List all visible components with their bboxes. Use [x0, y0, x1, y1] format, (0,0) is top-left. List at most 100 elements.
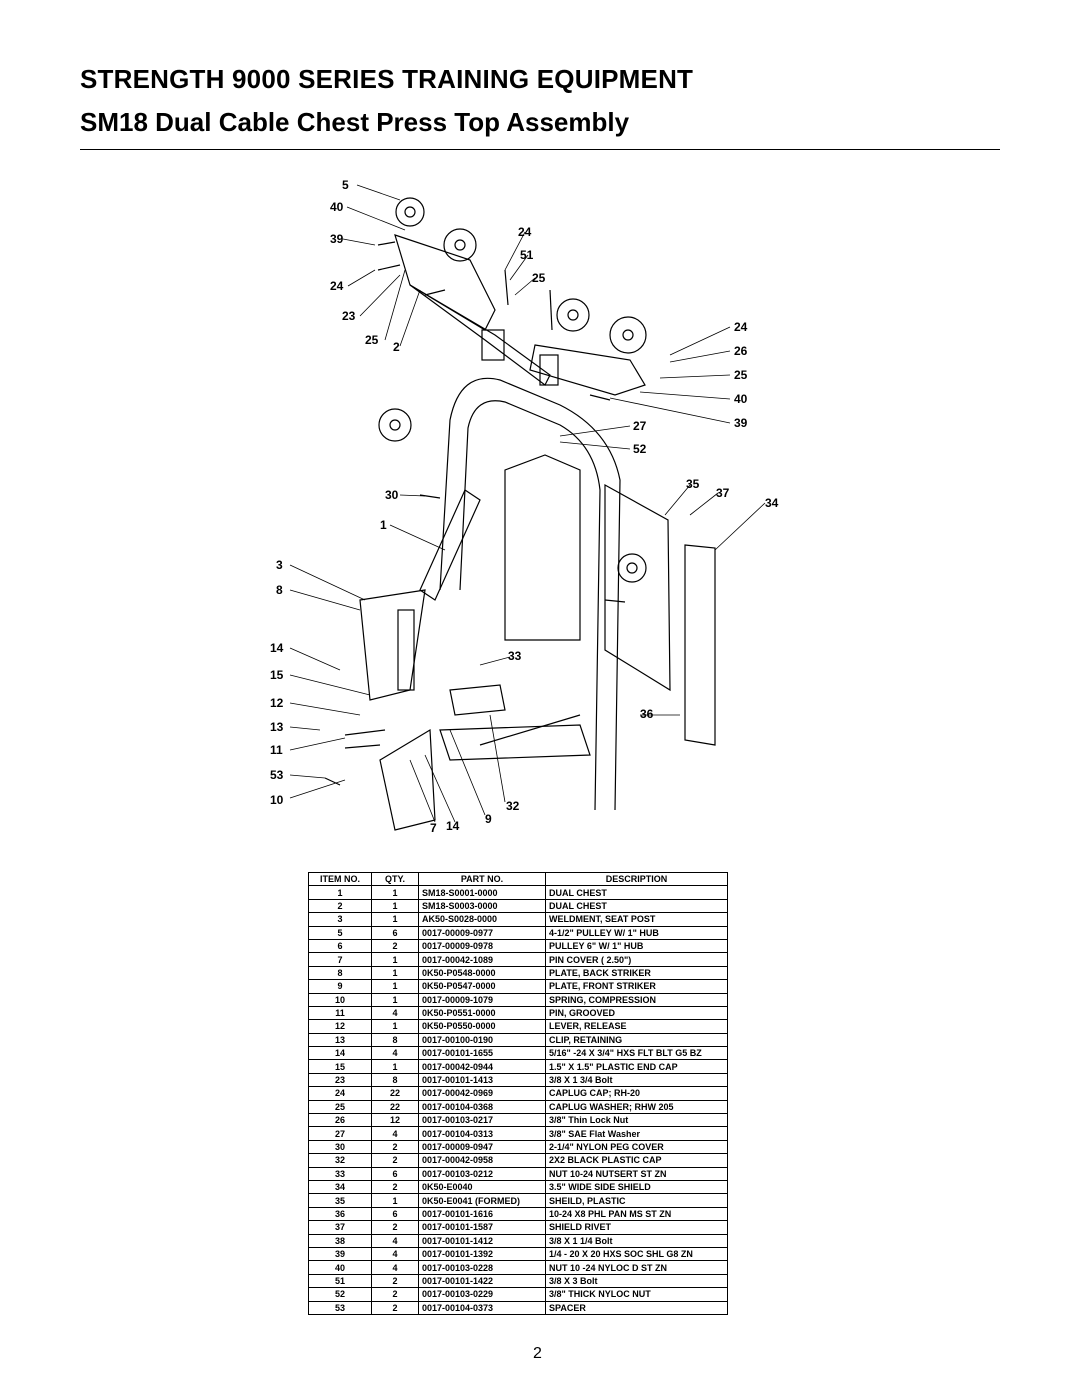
- cell-item-no: 12: [308, 1019, 372, 1034]
- cell-description: PULLEY 6" W/ 1" HUB: [545, 938, 728, 954]
- cell-item-no: 37: [308, 1220, 372, 1235]
- cell-item-no: 53: [308, 1300, 372, 1315]
- cell-item-no: 8: [308, 965, 372, 981]
- cell-part-no: 0017-00104-0373: [418, 1300, 546, 1315]
- cell-qty: 22: [371, 1099, 419, 1115]
- cell-item-no: 25: [308, 1099, 372, 1115]
- callout-25: 25: [365, 333, 379, 347]
- callout-7: 7: [430, 821, 437, 835]
- cell-qty: 4: [371, 1126, 419, 1141]
- callout-10: 10: [270, 793, 284, 807]
- cell-part-no: 0017-00042-1089: [418, 952, 546, 967]
- cell-qty: 22: [371, 1086, 419, 1101]
- cell-description: 5/16" -24 X 3/4" HXS FLT BLT G5 BZ: [545, 1046, 728, 1061]
- cell-description: SPRING, COMPRESSION: [545, 992, 728, 1007]
- cell-item-no: 52: [308, 1287, 372, 1302]
- cell-qty: 1: [371, 992, 419, 1007]
- page-title: STRENGTH 9000 SERIES TRAINING EQUIPMENT: [80, 64, 694, 94]
- callout-labels: 5 40 39 24 23 25 2 24 51 25 24 26 25 40 …: [270, 178, 779, 835]
- cell-part-no: AK50-S0028-0000: [418, 912, 546, 927]
- callout-32: 32: [506, 799, 520, 813]
- cell-description: CLIP, RETAINING: [545, 1032, 728, 1048]
- cell-qty: 4: [371, 1260, 419, 1275]
- cell-part-no: 0017-00042-0958: [418, 1153, 546, 1168]
- callout-33: 33: [508, 649, 522, 663]
- cell-qty: 12: [371, 1113, 419, 1128]
- cell-qty: 1: [371, 965, 419, 981]
- cell-qty: 8: [371, 1032, 419, 1048]
- cell-part-no: 0017-00009-0978: [418, 938, 546, 954]
- cell-description: CAPLUG CAP; RH-20: [545, 1086, 728, 1101]
- cell-part-no: 0017-00100-0190: [418, 1032, 546, 1048]
- cell-qty: 2: [371, 1179, 419, 1195]
- cell-description: 3/8 X 1 1/4 Bolt: [545, 1233, 728, 1248]
- cell-qty: 1: [371, 912, 419, 927]
- cell-description: 1.5" X 1.5" PLASTIC END CAP: [545, 1059, 728, 1074]
- cell-description: 1/4 - 20 X 20 HXS SOC SHL G8 ZN: [545, 1246, 728, 1262]
- cell-description: PIN COVER ( 2.50"): [545, 952, 728, 967]
- cell-description: 3/8 X 3 Bolt: [545, 1273, 728, 1289]
- cell-item-no: 27: [308, 1126, 372, 1141]
- callout-52: 52: [633, 442, 647, 456]
- page-subtitle: SM18 Dual Cable Chest Press Top Assembly: [80, 107, 630, 137]
- cell-part-no: 0K50-P0548-0000: [418, 965, 546, 981]
- cell-item-no: 5: [308, 925, 372, 940]
- callout-13: 13: [270, 720, 284, 734]
- cell-part-no: 0K50-E0040: [418, 1179, 546, 1195]
- cell-part-no: 0017-00104-0368: [418, 1099, 546, 1115]
- page-number: 2: [533, 1345, 542, 1362]
- callout-27: 27: [633, 419, 647, 433]
- cell-description: SHEILD, PLASTIC: [545, 1193, 728, 1208]
- cell-description: 3/8" Thin Lock Nut: [545, 1113, 728, 1128]
- cell-qty: 4: [371, 1233, 419, 1248]
- cell-part-no: 0K50-P0551-0000: [418, 1005, 546, 1021]
- cell-description: SPACER: [545, 1300, 728, 1315]
- cell-item-no: 24: [308, 1086, 372, 1101]
- callout-5: 5: [342, 178, 349, 192]
- cell-item-no: 11: [308, 1005, 372, 1021]
- cell-description: PIN, GROOVED: [545, 1005, 728, 1021]
- callout-12: 12: [270, 696, 284, 710]
- callout-24: 24: [330, 279, 344, 293]
- callout-34: 34: [765, 496, 779, 510]
- cell-part-no: 0017-00042-0969: [418, 1086, 546, 1101]
- callout-26: 26: [734, 344, 748, 358]
- callout-8: 8: [276, 583, 283, 597]
- callout-39: 39: [330, 232, 344, 246]
- cell-item-no: 33: [308, 1166, 372, 1181]
- cell-qty: 1: [371, 1193, 419, 1208]
- cell-qty: 1: [371, 1019, 419, 1034]
- cell-qty: 6: [371, 1166, 419, 1181]
- cell-item-no: 3: [308, 912, 372, 927]
- cell-item-no: 2: [308, 898, 372, 914]
- callout-39: 39: [734, 416, 748, 430]
- callout-37: 37: [716, 486, 730, 500]
- cell-description: DUAL CHEST: [545, 898, 728, 914]
- cell-item-no: 14: [308, 1046, 372, 1061]
- machine-drawing: [324, 197, 716, 831]
- callout-14: 14: [270, 641, 284, 655]
- cell-qty: 2: [371, 1153, 419, 1168]
- cell-item-no: 10: [308, 992, 372, 1007]
- callout-3: 3: [276, 558, 283, 572]
